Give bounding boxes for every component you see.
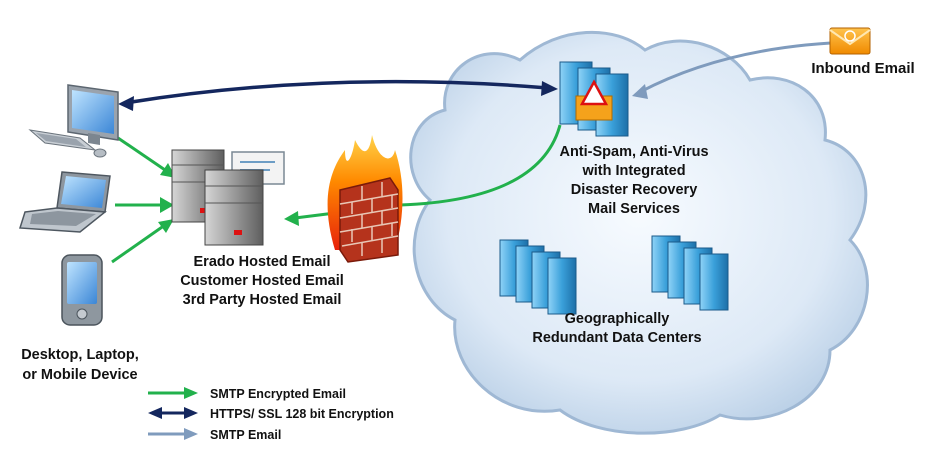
data-centers-label-line: Redundant Data Centers (532, 330, 701, 346)
data-centers-label: Geographically Redundant Data Centers (532, 311, 701, 346)
hosted-email-servers-icon (171, 149, 285, 246)
anti-spam-label-line: Anti-Spam, Anti-Virus (559, 144, 708, 160)
hosted-email-label-line: 3rd Party Hosted Email (183, 292, 342, 308)
legend-label: SMTP Email (210, 428, 281, 442)
https-connection (124, 79, 549, 105)
hosted-email-label-line: Erado Hosted Email (194, 254, 331, 270)
desktop-icon (28, 84, 119, 158)
firewall-icon (327, 135, 403, 263)
laptop-icon (19, 171, 111, 233)
hosted-email-label: Erado Hosted Email Customer Hosted Email… (180, 254, 344, 308)
legend-item-smtp: SMTP Email (148, 428, 281, 442)
legend-label: SMTP Encrypted Email (210, 387, 346, 401)
anti-spam-label-line: Disaster Recovery (571, 182, 698, 198)
hosted-email-label-line: Customer Hosted Email (180, 273, 344, 289)
legend-item-smtp-encrypted: SMTP Encrypted Email (148, 387, 346, 401)
cloud-shape (409, 30, 869, 435)
anti-spam-label-line: with Integrated (581, 163, 685, 179)
cloud-to-firewall-connection (399, 124, 562, 207)
data-centers-label-line: Geographically (565, 311, 670, 327)
devices-label-line: or Mobile Device (22, 367, 137, 383)
legend-item-https-ssl: HTTPS/ SSL 128 bit Encryption (148, 407, 394, 421)
anti-spam-label-line: Mail Services (588, 201, 680, 217)
inbound-email-label: Inbound Email (811, 60, 914, 77)
connection-arrows (111, 40, 856, 264)
data-center-servers-left-icon (499, 239, 577, 315)
legend: SMTP Encrypted Email HTTPS/ SSL 128 bit … (148, 387, 394, 442)
anti-spam-label: Anti-Spam, Anti-Virus with Integrated Di… (559, 144, 708, 217)
inbound-email-icon (829, 27, 871, 55)
devices-label-line: Desktop, Laptop, (21, 347, 139, 363)
inbound-smtp-connection (639, 40, 856, 94)
data-center-servers-right-icon (651, 235, 729, 311)
anti-spam-servers-icon (559, 61, 629, 137)
mobile-device-icon (61, 254, 103, 326)
devices-label: Desktop, Laptop, or Mobile Device (21, 347, 139, 383)
legend-label: HTTPS/ SSL 128 bit Encryption (210, 407, 394, 421)
